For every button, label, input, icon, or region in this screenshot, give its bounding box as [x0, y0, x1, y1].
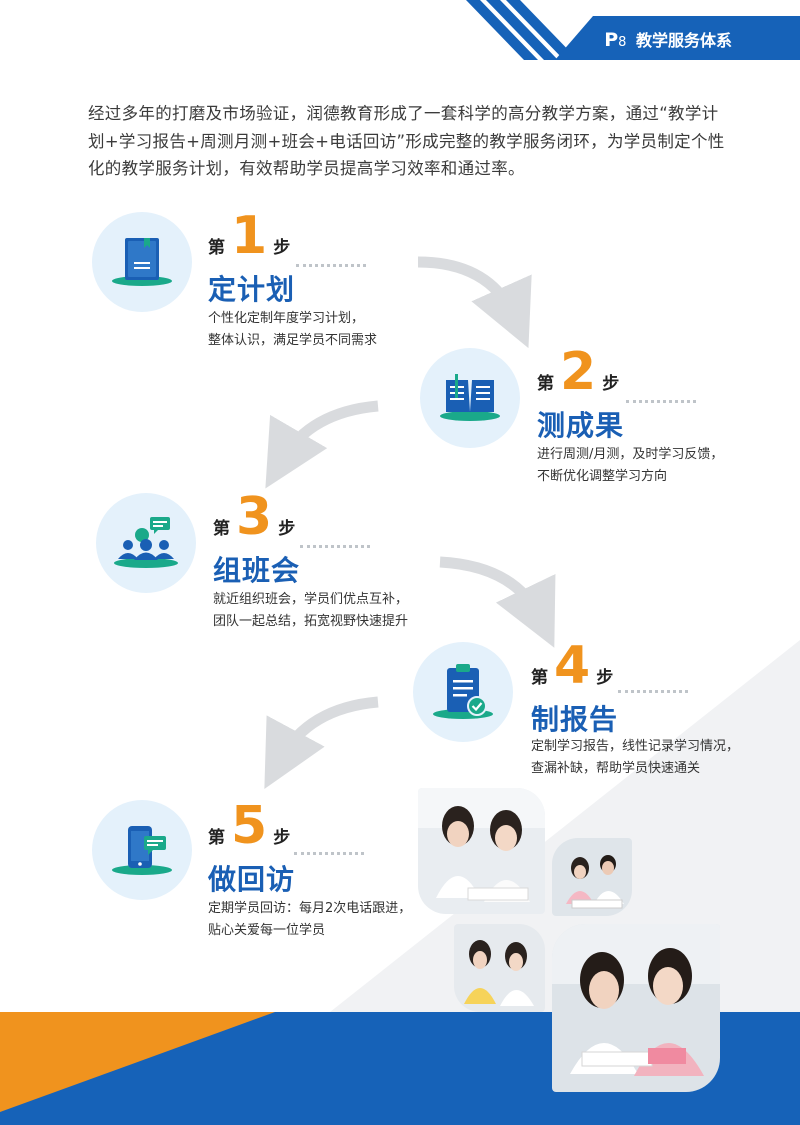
step-1-prefix: 第: [208, 238, 225, 258]
step-1-dotted-line: [296, 264, 366, 267]
step-3-description: 就近组织班会，学员们优点互补， 团队一起总结，拓宽视野快速提升: [213, 589, 408, 633]
step-3-dotted-line: [300, 545, 370, 548]
intro-paragraph: 经过多年的打磨及市场验证，润德教育形成了一套科学的高分教学方案，通过“教学计划+…: [88, 104, 725, 178]
step-2-desc-line2: 不断优化调整学习方向: [537, 469, 668, 484]
step-1-icon-circle: [92, 212, 192, 312]
step-2-icon-circle: [420, 348, 520, 448]
step-4-icon-circle: [413, 642, 513, 742]
step-3-desc-line1: 就近组织班会，学员们优点互补，: [213, 592, 409, 607]
step-4-title: 制报告: [531, 703, 619, 736]
step-5-icon-circle: [92, 800, 192, 900]
step-5-title: 做回访: [208, 863, 296, 896]
step-2-description: 进行周测/月测，及时学习反馈， 不断优化调整学习方向: [537, 444, 723, 488]
step-1-description: 个性化定制年度学习计划， 整体认识，满足学员不同需求: [208, 308, 377, 352]
step-3-suffix: 步: [278, 519, 296, 539]
step-1-desc-line1: 个性化定制年度学习计划，: [208, 311, 365, 326]
group-meeting-icon: [114, 517, 178, 568]
step-5-number: 5: [231, 796, 268, 856]
clipboard-check-icon: [433, 664, 493, 719]
step-5-description: 定期学员回访：每月2次电话跟进， 贴心关爱每一位学员: [208, 898, 411, 942]
page-header: P8 教学服务体系: [604, 27, 732, 51]
step-1-desc-line2: 整体认识，满足学员不同需求: [208, 333, 378, 348]
step-1-number: 1: [231, 206, 268, 266]
bottom-orange-wedge: [0, 1012, 275, 1112]
step-2-title: 测成果: [537, 409, 625, 442]
step-3-icon-circle: [96, 493, 196, 593]
step-2-number: 2: [560, 342, 597, 402]
step-3-title: 组班会: [213, 554, 301, 587]
photo-students-studying-2: [552, 838, 632, 916]
phone-message-icon: [112, 826, 172, 875]
section-title: 教学服务体系: [635, 31, 732, 50]
step-4-dotted-line: [618, 690, 688, 693]
book-icon: [112, 238, 172, 286]
step-2-desc-line1: 进行周测/月测，及时学习反馈，: [537, 447, 724, 462]
step-5-desc-line2: 贴心关爱每一位学员: [208, 923, 326, 938]
photo-students-studying-3: [454, 924, 545, 1012]
step-5-dotted-line: [294, 852, 364, 855]
page-number: 8: [618, 35, 627, 50]
step-5-suffix: 步: [273, 828, 291, 848]
step-2-prefix: 第: [537, 374, 554, 394]
step-3-prefix: 第: [213, 519, 230, 539]
step-5-prefix: 第: [208, 828, 225, 848]
step-1-suffix: 步: [273, 238, 291, 258]
page-prefix: P: [604, 29, 619, 51]
step-4-prefix: 第: [531, 668, 548, 688]
step-4-desc-line1: 定制学习报告，线性记录学习情况，: [531, 739, 740, 754]
step-3-number: 3: [236, 487, 273, 547]
step-3-desc-line2: 团队一起总结，拓宽视野快速提升: [213, 614, 409, 629]
step-4-desc-line2: 查漏补缺，帮助学员快速通关: [531, 761, 701, 776]
step-4-description: 定制学习报告，线性记录学习情况， 查漏补缺，帮助学员快速通关: [531, 736, 739, 780]
open-book-icon: [440, 374, 500, 421]
photo-students-studying-1: [418, 788, 545, 914]
step-2-suffix: 步: [602, 374, 620, 394]
step-5-desc-line1: 定期学员回访：每月2次电话跟进，: [208, 901, 412, 916]
step-2-dotted-line: [626, 400, 696, 403]
step-4-suffix: 步: [596, 668, 614, 688]
header-tab: [555, 16, 800, 60]
step-4-number: 4: [554, 636, 591, 696]
photo-students-studying-4: [552, 924, 720, 1092]
step-1-title: 定计划: [208, 273, 296, 306]
header-stripes: [466, 0, 578, 60]
